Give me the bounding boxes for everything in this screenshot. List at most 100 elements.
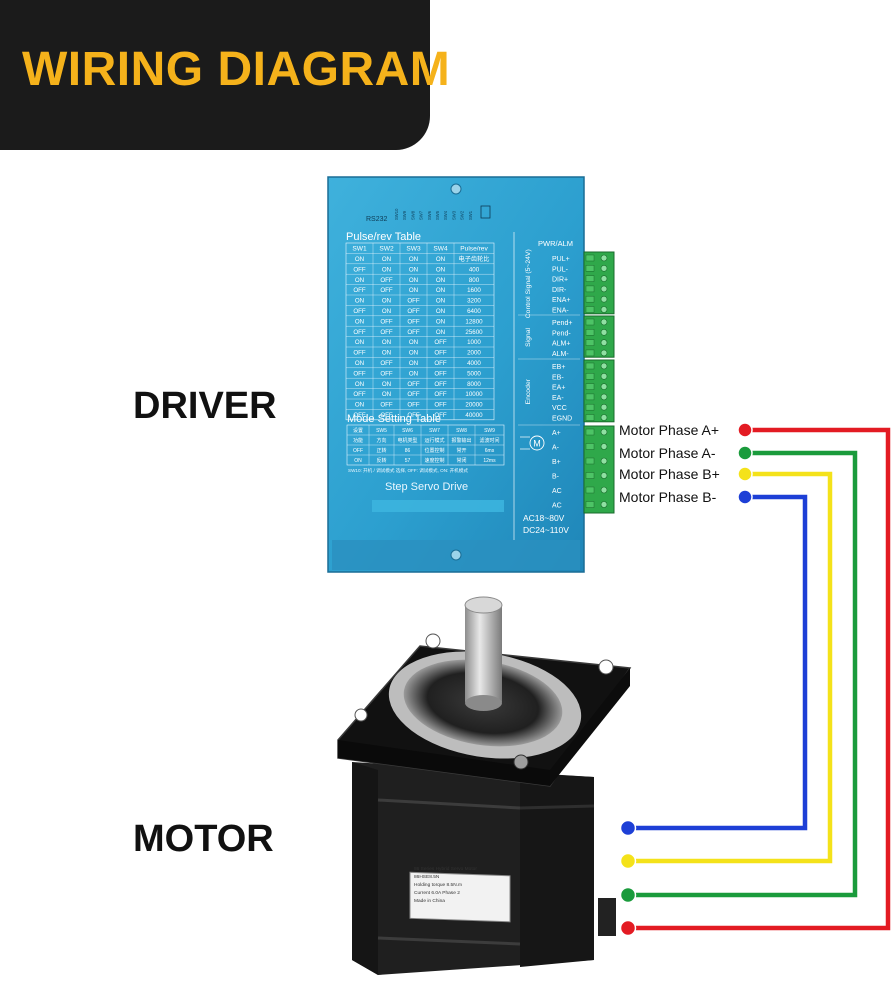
table-cell: OFF	[407, 402, 420, 409]
table-cell: ON	[355, 256, 364, 263]
table-cell: 滤波时间	[479, 437, 499, 444]
motor-body-right-face	[520, 773, 594, 967]
motor-shaft	[465, 605, 502, 702]
table-header-cell: SW1	[352, 246, 367, 253]
table-cell: ON	[409, 287, 418, 294]
table-cell: ON	[355, 318, 364, 325]
table-header-cell: SW4	[433, 246, 448, 253]
mount-hole-icon	[425, 633, 441, 649]
motor-nameplate	[409, 871, 511, 923]
table-cell: 20000	[465, 402, 483, 409]
dip-switch-label: SW3	[451, 210, 456, 220]
terminal-pin	[585, 265, 595, 272]
phase-label: Motor Phase B+	[619, 466, 720, 482]
table-cell: 运行模式	[424, 437, 444, 444]
table-cell: OFF	[380, 318, 393, 325]
table-cell: ON	[409, 360, 418, 367]
motor-front-plate-edge	[338, 740, 550, 786]
table-cell: 1000	[467, 339, 481, 346]
table-header-cell: Pulse/rev	[460, 246, 488, 253]
table-cell: 方向	[376, 437, 386, 444]
table-header-cell: SW2	[379, 246, 394, 253]
table-cell: 反转	[376, 457, 386, 464]
phase-label: Motor Phase B-	[619, 489, 717, 505]
phase-wire	[628, 450, 858, 898]
table-cell: ON	[355, 277, 364, 284]
table-header-cell: SW9	[484, 428, 495, 434]
motor-body-left-face	[352, 762, 378, 975]
terminal-pin	[585, 428, 595, 436]
banner-title: WIRING DIAGRAM	[22, 43, 451, 96]
signal-pin-label: ALM-	[552, 351, 569, 358]
table-cell: OFF	[380, 412, 393, 419]
motor-symbol-icon: M	[520, 435, 545, 451]
table-cell: OFF	[353, 329, 366, 336]
table-cell: ON	[355, 402, 364, 409]
dip-switch-label: SW8	[410, 210, 415, 220]
terminal-pin	[585, 373, 595, 380]
dip-switch-label: SW6	[427, 210, 432, 220]
dip-switch-label: SW5	[435, 210, 440, 220]
motor-front-plate-edge	[550, 668, 630, 786]
signal-group-label: Control Signal (5~24V)	[525, 249, 532, 318]
table-cell: 6ms	[485, 448, 495, 454]
signal-pin-label: B-	[552, 474, 560, 481]
terminal-pin	[585, 486, 595, 494]
terminal-pin	[585, 403, 595, 411]
signal-group-label: Encoder	[525, 378, 532, 404]
signal-pin-label: AC	[552, 488, 562, 495]
table-cell: ON	[436, 308, 445, 315]
signal-pin-label: Pend+	[552, 320, 572, 327]
wire-endpoint-icon	[619, 852, 637, 870]
table-cell: 4000	[467, 360, 481, 367]
terminal-screw-icon	[600, 372, 608, 380]
terminal-pin	[585, 254, 595, 262]
table-cell: OFF	[353, 370, 366, 377]
table-cell: ON	[382, 298, 391, 305]
table-cell: OFF	[407, 391, 420, 398]
phase-labels: Motor Phase A+Motor Phase A-Motor Phase …	[619, 422, 720, 505]
table-cell: OFF	[407, 329, 420, 336]
nameplate-line: 86 Series Hybrid Servo Motor	[414, 866, 477, 872]
table-cell: 8000	[467, 381, 481, 388]
table-cell: ON	[382, 266, 391, 273]
terminal-block	[583, 425, 615, 514]
phase-wire	[628, 494, 808, 831]
table-header-cell: SW8	[456, 428, 467, 434]
motor-nameplate-text: 86 Series Hybrid Servo Motor86HSE8.5NHol…	[414, 866, 477, 904]
table-cell: ON	[409, 370, 418, 377]
table-cell: 6400	[467, 308, 481, 315]
table-cell: ON	[436, 266, 445, 273]
table-cell: 位置控制	[424, 447, 444, 454]
terminal-pin	[585, 318, 595, 326]
terminal-screw-icon	[600, 328, 608, 336]
terminal-blocks	[583, 251, 615, 514]
terminal-screw-icon	[600, 428, 608, 436]
mount-hole-icon	[354, 708, 368, 722]
terminal-screw-icon	[600, 393, 608, 401]
terminal-pin	[585, 501, 595, 508]
terminal-screw-icon	[600, 339, 608, 346]
table-cell: ON	[409, 339, 418, 346]
terminal-screw-icon	[600, 295, 608, 303]
table-cell: OFF	[380, 360, 393, 367]
table-cell: 12ms	[483, 458, 496, 464]
table-header-cell: 设置	[353, 427, 363, 434]
nameplate-line: Holding torque 8.5N.m	[414, 882, 462, 888]
model-plate	[372, 500, 504, 512]
driver-mount-screw-icon	[450, 549, 462, 561]
terminal-screw-icon	[600, 383, 608, 390]
phase-wire	[628, 471, 833, 864]
terminal-pin	[585, 457, 595, 465]
terminal-screw-icon	[600, 285, 608, 293]
table-cell: ON	[355, 360, 364, 367]
table-cell: OFF	[407, 381, 420, 388]
terminal-pin	[585, 275, 595, 282]
pulse-table-border	[345, 242, 495, 421]
table-cell: 800	[469, 277, 480, 284]
table-cell: 25600	[465, 329, 483, 336]
terminal-screw-icon	[600, 362, 608, 370]
